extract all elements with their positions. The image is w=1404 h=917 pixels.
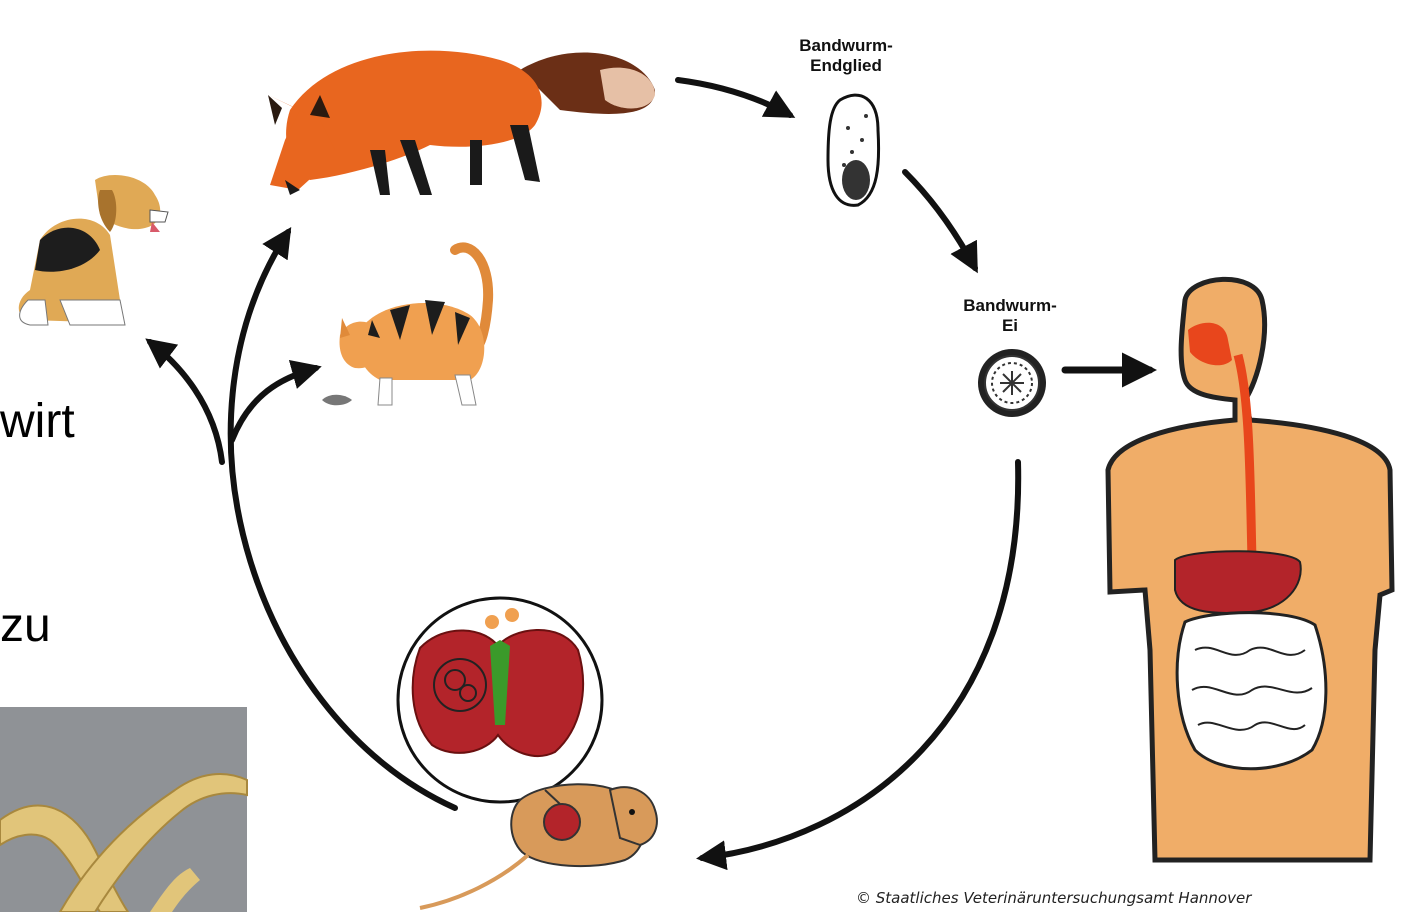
slide-text-fragment-1: wirt — [0, 396, 75, 448]
cat-icon — [322, 247, 488, 405]
human-body-icon — [1108, 279, 1392, 860]
arrow-fox-to-segment — [678, 80, 790, 115]
tapeworm-segment-icon — [828, 95, 879, 205]
dog-icon — [19, 175, 168, 325]
tapeworm-photo — [0, 707, 247, 912]
segment-label: Bandwurm- Endglied — [786, 36, 906, 76]
liver-inset — [398, 598, 602, 802]
arrow-egg-to-mouse — [702, 462, 1018, 858]
arrow-segment-to-egg — [905, 172, 975, 268]
mouse-icon — [420, 784, 657, 908]
fox-icon — [268, 51, 655, 195]
slide-text-fragment-2: zu — [0, 600, 51, 652]
arrow-branch-to-dog — [150, 342, 222, 462]
tapeworm-egg-icon — [978, 349, 1046, 417]
egg-label: Bandwurm- Ei — [950, 296, 1070, 336]
arrow-branch-to-cat — [232, 368, 316, 440]
cycle-arrows — [150, 80, 1150, 858]
image-credit: © Staatliches Veterinäruntersuchungsamt … — [856, 889, 1251, 907]
